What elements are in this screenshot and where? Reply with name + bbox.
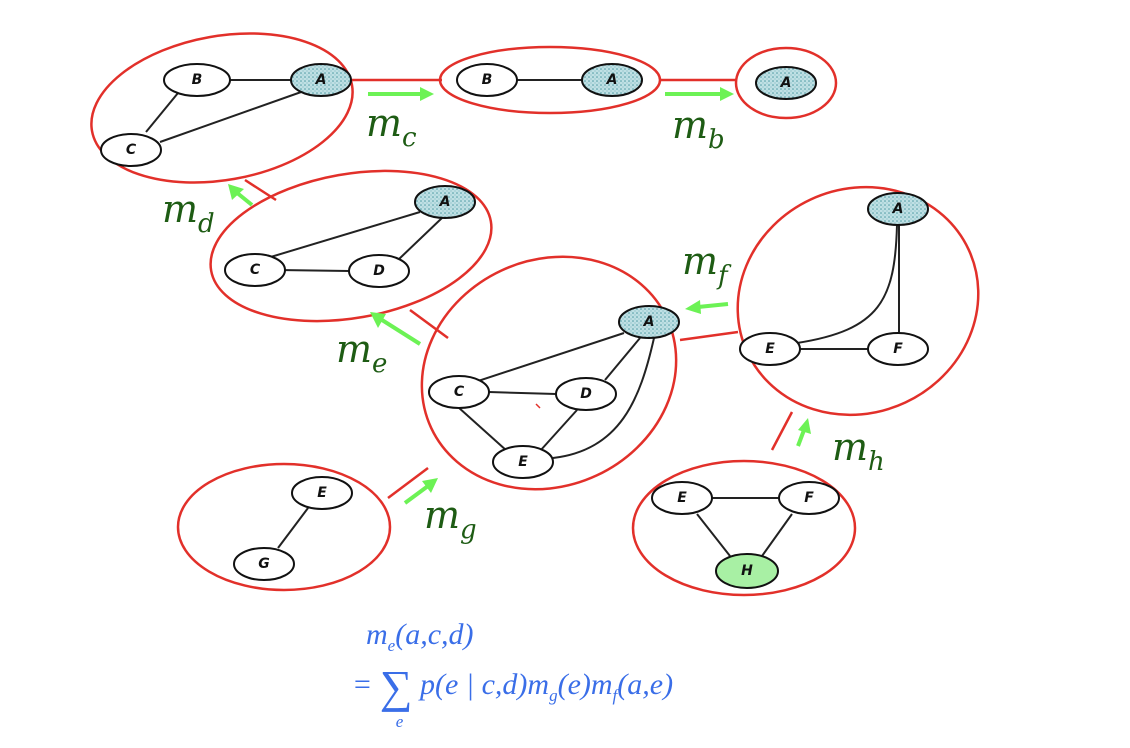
node-h-query: H [715, 553, 779, 589]
svg-text:C: C [250, 262, 261, 278]
node-c: C [428, 375, 490, 409]
node-a-observed: A [618, 305, 680, 339]
svg-text:C: C [126, 142, 137, 158]
svg-text:C: C [454, 384, 465, 400]
svg-text:A: A [780, 75, 792, 91]
clique-efh [631, 459, 857, 597]
svg-text:F: F [893, 341, 903, 357]
node-a-observed: A [867, 192, 929, 226]
svg-text:A: A [439, 194, 451, 210]
node-d: D [348, 254, 410, 288]
node-e: E [291, 476, 353, 510]
formula-line-2: = ∑e p(e | c,d)mg(e)mf(a,e) [352, 661, 674, 732]
node-a-observed: A [414, 185, 476, 219]
node-f: F [778, 481, 840, 515]
message-label-mh: mh [832, 425, 885, 477]
svg-text:B: B [482, 72, 493, 88]
message-label-md: md [162, 187, 215, 239]
clique-aef [736, 185, 980, 417]
clique-eg-edges [277, 507, 309, 549]
message-arrow-mb [665, 87, 734, 101]
node-e: E [739, 332, 801, 366]
summation-symbol: ∑e [379, 661, 413, 732]
message-label-mf: mf [682, 239, 732, 291]
svg-text:A: A [315, 72, 327, 88]
clique-abc [90, 32, 354, 184]
svg-text:E: E [317, 485, 327, 501]
svg-text:H: H [741, 563, 753, 579]
clique-acd-edges [263, 211, 444, 272]
clique-ab [438, 45, 662, 115]
separator-aef-efh [770, 411, 794, 451]
message-label-mb: mb [672, 103, 725, 155]
svg-text:A: A [892, 201, 904, 217]
stray-mark [535, 403, 541, 409]
node-a-observed: A [581, 63, 643, 97]
svg-text:A: A [643, 314, 655, 330]
message-label-mg: mg [424, 493, 477, 545]
node-e: E [651, 481, 713, 515]
svg-text:E: E [518, 454, 528, 470]
clique-acd [209, 169, 493, 323]
message-label-me: me [336, 327, 387, 379]
clique-aef-edges [796, 224, 900, 350]
node-c: C [224, 253, 286, 287]
svg-text:D: D [580, 386, 592, 402]
separator-acde-aef [679, 330, 739, 342]
svg-text:F: F [804, 490, 814, 506]
clique-a [734, 46, 838, 120]
clique-eg [176, 462, 392, 592]
node-f: F [867, 332, 929, 366]
svg-text:E: E [765, 341, 775, 357]
clique-efh-edges [696, 497, 793, 557]
message-arrow-mc [368, 87, 434, 101]
node-a-observed: A [755, 66, 817, 100]
svg-text:A: A [606, 72, 618, 88]
formula-line-1: me(a,c,d) [366, 618, 474, 655]
svg-text:B: B [192, 72, 203, 88]
node-e: E [492, 445, 554, 479]
svg-text:G: G [258, 556, 270, 572]
node-d: D [555, 377, 617, 411]
separator-eg-acde [387, 467, 429, 499]
svg-text:E: E [677, 490, 687, 506]
message-arrow-mh [796, 418, 811, 447]
node-c: C [100, 133, 162, 167]
node-b: B [163, 63, 231, 97]
message-arrow-md [228, 184, 254, 207]
clique-abc-edges [145, 79, 305, 143]
message-arrow-mg [403, 478, 438, 505]
message-arrow-me [370, 312, 422, 346]
node-g: G [233, 547, 295, 581]
node-a-observed: A [290, 63, 352, 97]
separator-acd-acde [409, 308, 449, 340]
message-arrow-mf [685, 300, 729, 314]
clique-acde-edges [457, 332, 655, 459]
message-label-mc: mc [366, 101, 417, 153]
svg-text:D: D [373, 263, 385, 279]
node-b: B [456, 63, 518, 97]
